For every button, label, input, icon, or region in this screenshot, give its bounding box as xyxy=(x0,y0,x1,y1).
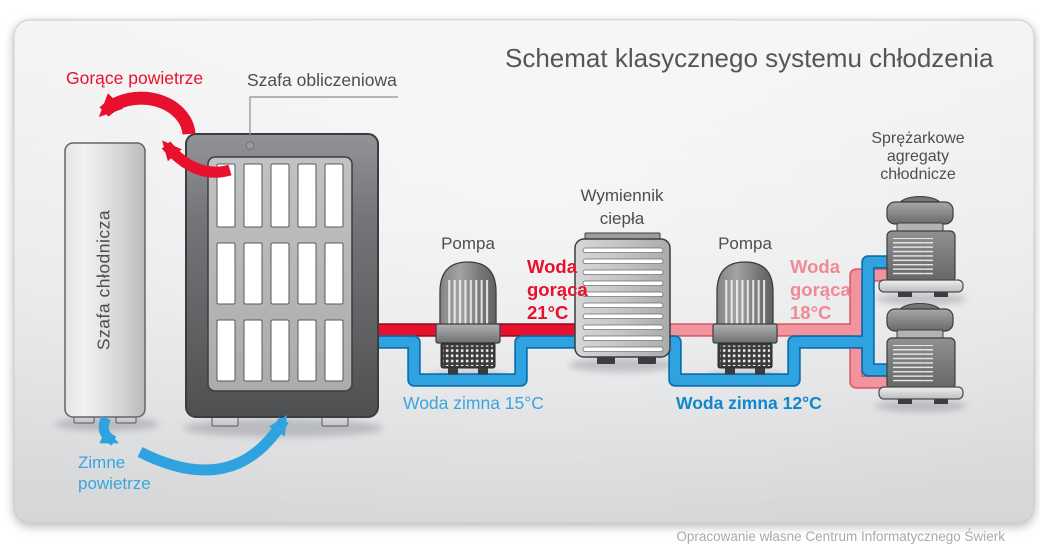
rack-slot xyxy=(270,163,290,228)
cold-water-12-label: Woda zimna 12°C xyxy=(676,393,822,413)
exchanger-slat xyxy=(582,258,664,264)
cold-water-15-label: Woda zimna 15°C xyxy=(403,393,544,413)
rack-slot xyxy=(297,319,317,382)
hot-air-arch-arrow xyxy=(98,91,196,135)
air-arrows xyxy=(98,91,289,476)
hot-water-18-label-line2: gorąca xyxy=(790,279,851,300)
hot-water-21-temp: 21°C xyxy=(527,302,568,323)
rack-slots xyxy=(216,163,344,382)
cooling-cabinet-label: Szafa chłodnicza xyxy=(94,210,114,350)
pump-1-label: Pompa xyxy=(441,234,495,253)
hot-water-18-label-line1: Woda xyxy=(790,256,841,277)
compressors-label-line3: chłodnicze xyxy=(880,166,956,183)
rack-slot xyxy=(243,242,263,305)
computing-cabinet-leader xyxy=(245,96,398,150)
pump-2-label: Pompa xyxy=(718,234,772,253)
cold-air-small-arrow xyxy=(98,415,119,446)
rack-slot xyxy=(216,163,236,228)
hot-water-18-temp: 18°C xyxy=(790,302,831,323)
compressor-unit-1 xyxy=(878,195,964,298)
compressors-label-line2: agregaty xyxy=(887,148,949,165)
pump-2 xyxy=(712,261,778,376)
exchanger-slat xyxy=(582,313,664,319)
exchanger-slat xyxy=(582,269,664,275)
compressors-label-line1: Sprężarkowe xyxy=(871,130,964,147)
exchanger-slat xyxy=(582,302,664,308)
rack-slot xyxy=(216,319,236,382)
exchanger-slat xyxy=(582,335,664,341)
hot-air-small-arrow xyxy=(161,140,232,178)
rack-slot xyxy=(297,163,317,228)
text-layer: Schemat klasycznego systemu chłodzenia G… xyxy=(66,43,1005,544)
attribution-text: Opracowanie własne Centrum Informatyczne… xyxy=(676,529,1005,544)
hot-air-label: Gorące powietrze xyxy=(66,68,203,88)
leader-dot xyxy=(245,141,255,150)
heat-exchanger xyxy=(574,232,671,364)
rack-slot xyxy=(243,163,263,228)
rack-slot xyxy=(270,242,290,305)
rack-slot xyxy=(243,319,263,382)
cold-air-arc-arrow xyxy=(137,414,289,476)
heat-exchanger-label-line1: Wymiennik xyxy=(581,186,664,205)
cold-air-label-line2: powietrze xyxy=(78,474,151,493)
exchanger-slat xyxy=(582,324,664,330)
exchanger-slats xyxy=(582,247,664,352)
exchanger-slat xyxy=(582,346,664,352)
rack-slot xyxy=(270,319,290,382)
rack-slot xyxy=(324,163,344,228)
hot-water-21-label-line1: Woda xyxy=(527,256,578,277)
computing-cabinet-label: Szafa obliczeniowa xyxy=(247,70,397,90)
exchanger-slat xyxy=(582,291,664,297)
hot-water-21-label-line2: gorąca xyxy=(527,279,588,300)
exchanger-slat xyxy=(582,247,664,253)
compressor-unit-2 xyxy=(878,302,964,405)
cold-air-label-line1: Zimne xyxy=(78,453,125,472)
pump-1 xyxy=(435,261,501,376)
heat-exchanger-label-line2: ciepła xyxy=(600,209,645,228)
computing-rack xyxy=(185,133,379,427)
cooling-cabinet: Szafa chłodnicza xyxy=(64,142,146,424)
rack-slot xyxy=(324,242,344,305)
exchanger-slat xyxy=(582,280,664,286)
rack-slot xyxy=(216,242,236,305)
rack-slot xyxy=(324,319,344,382)
page-title: Schemat klasycznego systemu chłodzenia xyxy=(505,43,994,73)
rack-slot xyxy=(297,242,317,305)
